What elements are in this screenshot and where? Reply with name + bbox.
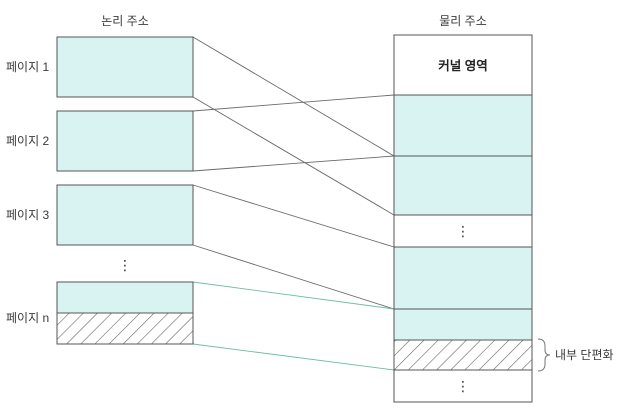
logical-page-n-hatched [56,312,194,345]
mapping-line-pagen-bottom [192,343,395,371]
logical-page-3 [56,184,194,246]
physical-frame-2 [393,155,533,216]
fragment-brace [537,338,551,372]
physical-address-title: 물리 주소 [439,14,487,28]
physical-ellipsis-mid: ⋮ [456,223,470,239]
physical-memory: 커널 영역 ⋮ ⋮ [393,34,533,403]
mapping-line-page3-top [192,184,395,248]
logical-address-title: 논리 주소 [101,14,149,28]
kernel-area [393,34,533,96]
mapping-lines [192,36,395,371]
logical-page-1 [56,36,194,98]
logical-page-2 [56,110,194,172]
kernel-area-label: 커널 영역 [438,58,487,73]
internal-fragmentation-label: 내부 단편화 [555,348,614,362]
physical-frame-n [393,308,533,341]
mapping-line-page3-bottom [192,244,395,310]
mapping-line-page2-bottom [192,155,395,172]
physical-bottom [393,369,533,403]
mapping-line-page1-top [192,36,395,157]
mapping-line-page2-top [192,94,395,112]
internal-fragment-area [393,339,533,371]
mapping-line-page1-bottom [192,96,395,216]
physical-frame-1 [393,94,533,157]
physical-frame-3 [393,246,533,310]
page-label-n: 페이지 n [6,311,49,325]
mapping-line-pagen-top [192,281,395,310]
page-label-1: 페이지 1 [6,60,49,74]
logical-page-n [56,281,194,314]
logical-ellipsis: ⋮ [118,257,132,273]
page-label-2: 페이지 2 [6,134,49,148]
page-label-3: 페이지 3 [6,208,49,222]
logical-pages: ⋮ [56,36,194,345]
physical-gap [393,214,533,248]
physical-ellipsis-bottom: ⋮ [456,378,470,394]
